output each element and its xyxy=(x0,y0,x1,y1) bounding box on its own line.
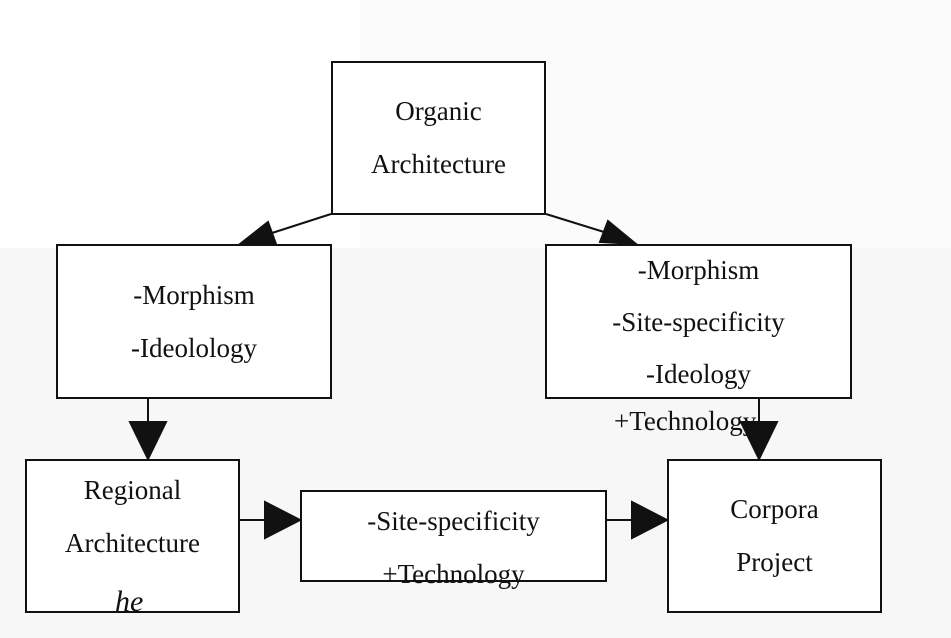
node-text: -Ideolology xyxy=(131,332,257,363)
node-corpora-project: Corpora Project xyxy=(667,459,882,613)
node-text: -Ideology xyxy=(646,358,751,389)
edge-organic-to-left-mid xyxy=(237,213,332,245)
edge-right-mid-to-corpora xyxy=(739,399,779,462)
he-label: he xyxy=(115,585,144,618)
edge-regional-to-middle-bottom xyxy=(240,500,303,540)
node-text: Corpora xyxy=(730,494,819,524)
node-text: Architecture xyxy=(65,528,200,558)
technology-label: +Technology xyxy=(614,406,757,436)
edge-middle-bottom-to-corpora xyxy=(607,500,670,540)
node-text: +Technology xyxy=(382,559,525,589)
node-left-attributes: -Morphism -Ideolology xyxy=(56,244,332,399)
node-text: Project xyxy=(736,547,813,577)
node-text: -Morphism xyxy=(133,279,255,310)
node-right-attributes: -Morphism -Site-specificity -Ideology xyxy=(545,244,852,399)
edge-left-mid-to-regional xyxy=(128,399,168,462)
node-organic-architecture: Organic Architecture xyxy=(331,61,546,215)
node-text: Regional xyxy=(83,475,182,505)
node-bottom-attributes: -Site-specificity +Technology xyxy=(300,490,607,589)
node-text: Organic xyxy=(395,96,482,126)
node-text: Architecture xyxy=(371,149,506,179)
node-text: -Site-specificity xyxy=(612,306,785,337)
node-text: -Morphism xyxy=(637,254,760,285)
node-text: -Site-specificity xyxy=(367,506,540,536)
edge-organic-to-right-mid xyxy=(545,213,639,246)
node-regional-architecture: Regional Architecture xyxy=(25,459,240,613)
